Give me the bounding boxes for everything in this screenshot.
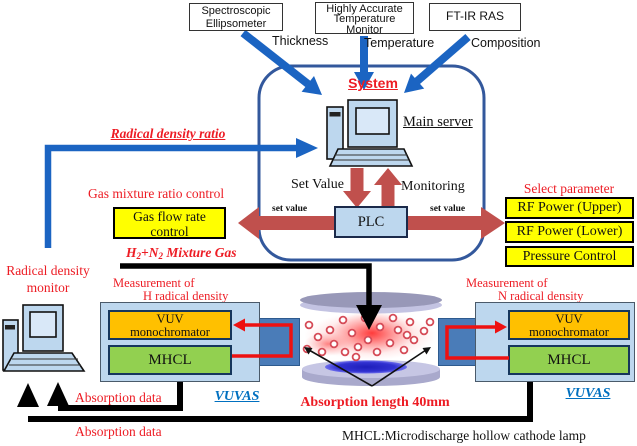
plc-to-rf-arrow <box>407 207 505 239</box>
feedback-arrow <box>44 138 318 248</box>
radical-density-ratio-label: Radical density ratio <box>110 126 226 141</box>
left-measurement-heading-2: H radical density <box>143 289 229 303</box>
absorption-data-lines <box>17 382 533 422</box>
rf-power-lower-box: RF Power (Lower) <box>505 221 634 243</box>
left-vuvas-label: VUVAS <box>214 389 260 404</box>
composition-label: Composition <box>471 36 541 50</box>
set-value-label: Set Value <box>291 177 345 192</box>
right-measurement-heading-2: N radical density <box>498 289 584 303</box>
system-title: System <box>348 75 398 91</box>
mhcl-caption: MHCL:Microdischarge hollow cathode lamp <box>342 428 586 443</box>
mixture-gas-label: H2+N2 Mixture Gas <box>126 245 237 261</box>
right-vuvas-label: VUVAS <box>565 386 611 401</box>
instrument-arrows <box>240 29 471 95</box>
absorption-data-label-2: Absorption data <box>75 424 162 439</box>
left-vuv-monochromator-box: VUV monochromator <box>108 310 232 340</box>
gas-mixture-heading: Gas mixture ratio control <box>88 186 225 201</box>
temperature-monitor-box: Highly Accurate Temperature Monitor <box>315 2 414 36</box>
vacuum-chamber <box>300 292 442 386</box>
system-boundary <box>257 64 486 262</box>
set-value-small-right: set value <box>430 204 466 214</box>
instrument-label: Ellipsometer <box>205 17 267 30</box>
pressure-control-box: Pressure Control <box>505 246 634 267</box>
instrument-label: Spectroscopic <box>201 5 271 17</box>
monitoring-label: Monitoring <box>401 179 465 194</box>
plc-label: PLC <box>357 214 385 230</box>
spectroscopic-ellipsometer-box: Spectroscopic Ellipsometer <box>189 3 283 31</box>
control-arrows <box>238 168 505 239</box>
plc-to-gas-arrow <box>238 207 334 239</box>
radical-density-monitor-label: Radical density monitor <box>6 263 90 295</box>
left-mhcl-box: MHCL <box>108 345 232 375</box>
instrument-label: FT-IR RAS <box>445 9 504 23</box>
temperature-label: Temperature <box>364 36 435 50</box>
set-value-small-left: set value <box>272 204 308 214</box>
gas-feed-arrow <box>120 263 382 330</box>
select-parameter-heading: Select parameter <box>523 181 615 196</box>
plasma-particles <box>302 313 435 362</box>
right-mhcl-box: MHCL <box>508 345 630 375</box>
instrument-label: Monitor <box>346 23 383 36</box>
gas-flow-rate-box: Gas flow rate control <box>113 207 226 239</box>
left-measurement-heading-1: Measurement of <box>113 276 195 290</box>
right-measurement-heading-1: Measurement of <box>466 276 548 290</box>
instrument-label: Temperature <box>333 13 396 26</box>
right-vuv-monochromator-box: VUV monochromator <box>508 310 630 340</box>
thickness-label: Thickness <box>272 34 329 48</box>
set-value-arrow <box>343 168 371 208</box>
main-server-icon <box>326 99 414 167</box>
gas-flow-line1: Gas flow rate <box>133 209 206 224</box>
monitoring-arrow <box>374 168 402 208</box>
monitor-computer-icon <box>2 304 86 372</box>
gas-flow-line2: control <box>150 223 189 239</box>
plc-box: PLC <box>334 206 408 238</box>
ftir-ras-box: FT-IR RAS <box>429 3 521 31</box>
instrument-label: Highly Accurate <box>326 3 403 15</box>
main-server-label: Main server <box>403 114 473 130</box>
left-optical-port <box>256 318 300 366</box>
right-optical-port <box>438 318 478 366</box>
absorption-data-label-1: Absorption data <box>75 390 162 405</box>
absorption-length-arrows <box>304 347 431 387</box>
absorption-length-label: Absorption length 40mm <box>300 395 450 410</box>
rf-power-upper-box: RF Power (Upper) <box>505 197 634 219</box>
